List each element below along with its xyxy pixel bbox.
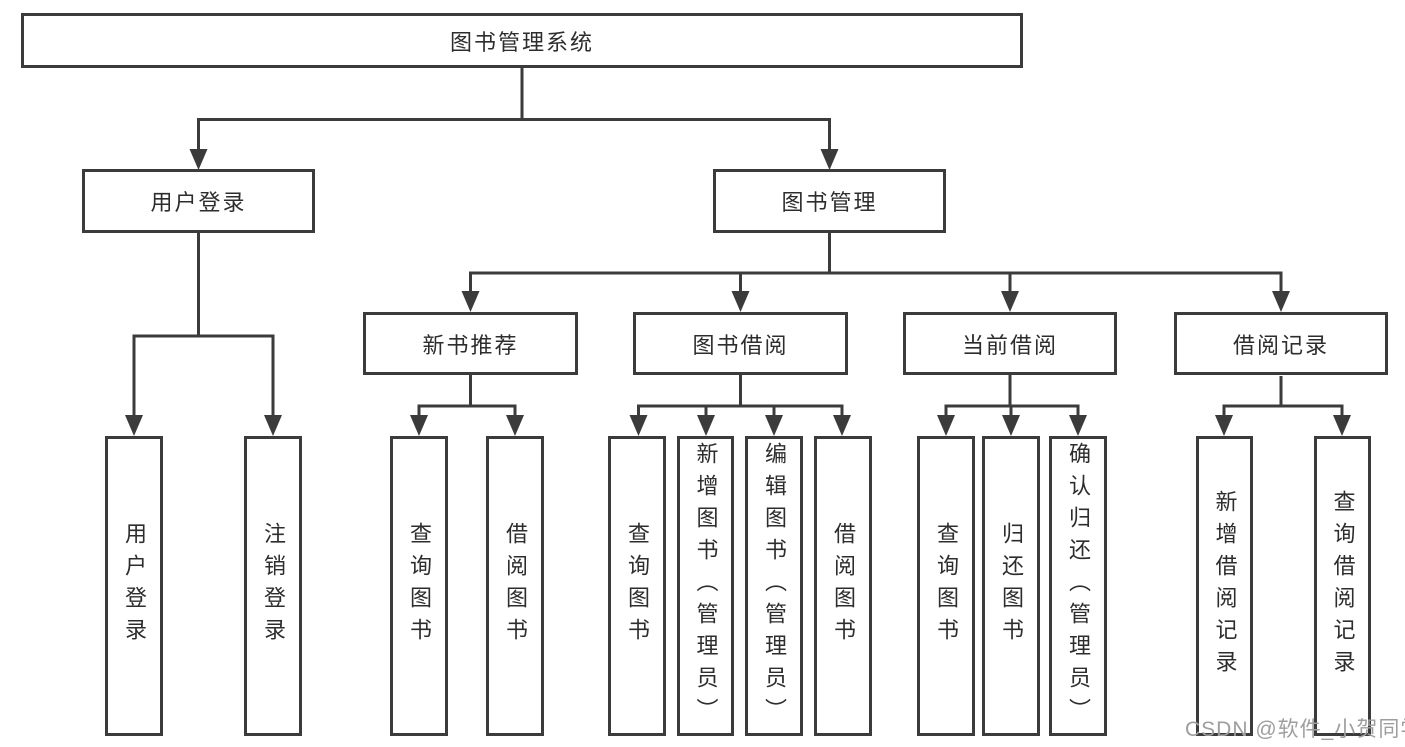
node-book-borrowing: 图书借阅 (633, 312, 848, 375)
leaf-bb-edit-book-admin: 编辑图书（管理员） (745, 436, 803, 736)
leaf-cb-query-books: 查询图书 (917, 436, 975, 736)
leaf-bb-add-book-admin: 新增图书（管理员） (677, 436, 734, 736)
leaf-bb-borrow-books: 借阅图书 (814, 436, 872, 736)
node-user-login: 用户登录 (82, 169, 315, 233)
leaf-cb-confirm-return-admin: 确认归还（管理员） (1049, 436, 1107, 736)
leaf-logout-login: 注销登录 (244, 436, 302, 736)
node-new-book-recommendation: 新书推荐 (363, 312, 578, 375)
leaf-br-query-borrow-record: 查询借阅记录 (1314, 436, 1371, 736)
node-borrowing-records: 借阅记录 (1174, 312, 1388, 375)
node-book-management: 图书管理 (713, 169, 946, 233)
leaf-bb-query-books: 查询图书 (608, 436, 666, 736)
leaf-cb-return-book: 归还图书 (982, 436, 1040, 736)
leaf-br-add-borrow-record: 新增借阅记录 (1196, 436, 1253, 736)
leaf-user-login: 用户登录 (105, 436, 163, 736)
watermark-text: CSDN @软件_小贺同学 (1185, 718, 1405, 741)
leaf-nbr-borrow-books: 借阅图书 (486, 436, 544, 736)
node-library-system: 图书管理系统 (21, 13, 1023, 68)
leaf-nbr-query-books: 查询图书 (390, 436, 448, 736)
node-current-borrowing: 当前借阅 (903, 312, 1117, 375)
